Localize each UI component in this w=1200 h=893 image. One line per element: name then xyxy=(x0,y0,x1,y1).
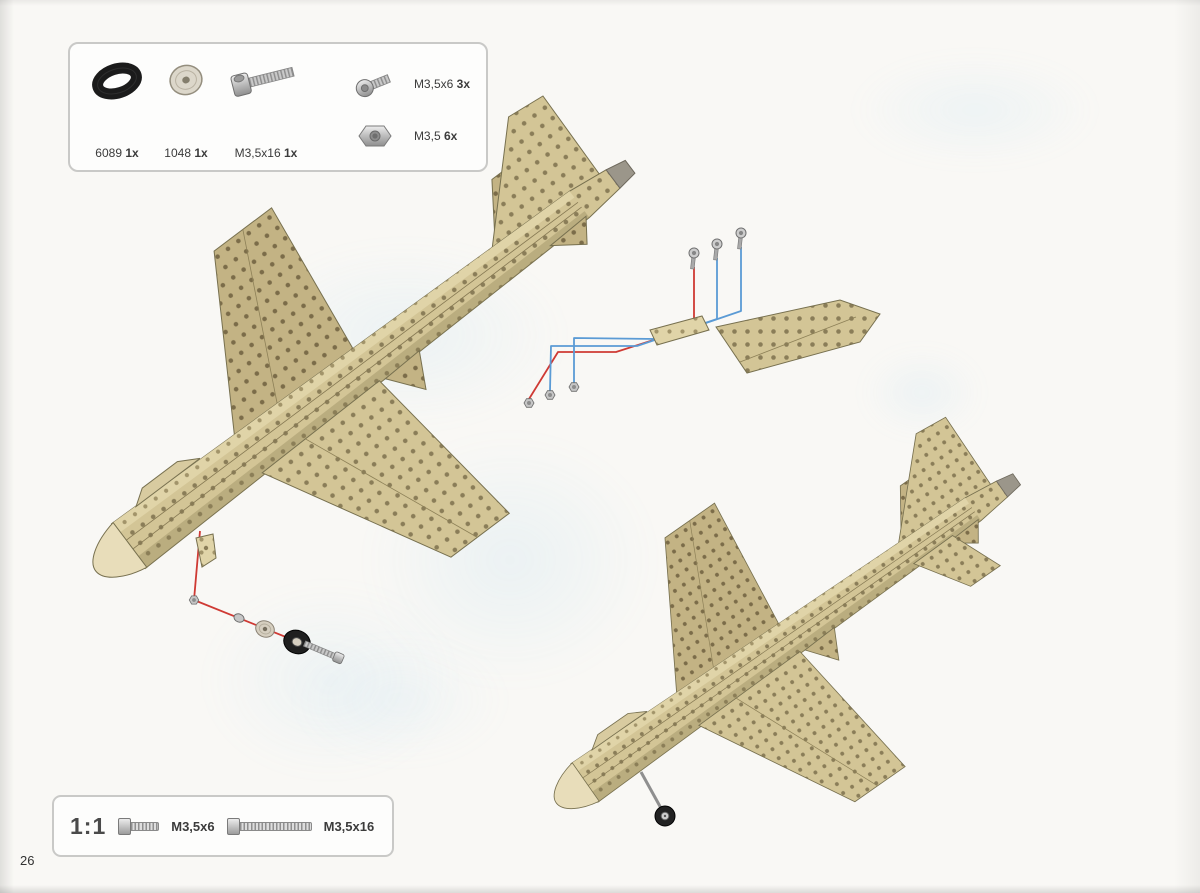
part-label: M3,5x16 1x xyxy=(234,146,298,160)
gear-washer xyxy=(233,613,245,623)
gear-disc-1048 xyxy=(255,620,275,638)
screw-icon xyxy=(733,227,747,250)
part-label: 1048 1x xyxy=(164,146,208,160)
screw-icon xyxy=(686,247,700,270)
nut-icon xyxy=(523,398,535,408)
parts-right-column: M3,5x6 3x M3,5 6x xyxy=(344,56,470,160)
assembly-line-blue-2 xyxy=(573,247,742,383)
assembly-line-blue-1 xyxy=(549,258,718,392)
near-tailplane xyxy=(912,534,1002,587)
short-screw-icon xyxy=(344,66,406,102)
screw-shaft xyxy=(131,821,160,831)
gear-tire-6089 xyxy=(283,629,311,655)
screw-head xyxy=(226,817,240,835)
part-label: 6089 1x xyxy=(95,146,139,160)
screw-head xyxy=(118,817,132,835)
actual-size-box: 1:1 M3,5x6 M3,5x16 xyxy=(52,795,394,857)
link-strip xyxy=(649,315,710,346)
gear-bracket xyxy=(195,533,217,568)
screw-shaft xyxy=(239,821,312,831)
scale-ratio-label: 1:1 xyxy=(70,812,107,839)
assembly-line-red xyxy=(528,267,695,400)
part-label: M3,5 6x xyxy=(413,128,458,143)
part-label: M3,5x6 3x xyxy=(413,76,470,91)
part-item-short-screw: M3,5x6 3x xyxy=(344,66,470,102)
airplane-lower xyxy=(467,352,1116,893)
flanged-disc-icon xyxy=(169,64,203,96)
nut-icon xyxy=(188,595,200,605)
screw-m35x16-actual-size xyxy=(226,817,312,835)
long-screw-icon xyxy=(230,66,295,97)
part-item-disc: 1048 1x xyxy=(162,56,210,160)
screw-m35x6-actual-size xyxy=(118,817,160,835)
nose-wheel-assembled xyxy=(639,771,676,827)
screw-icon xyxy=(709,238,723,261)
nut-icon xyxy=(544,390,556,400)
part-item-long-screw: M3,5x16 1x xyxy=(224,56,308,160)
screw-size-label: M3,5x6 xyxy=(171,818,215,834)
tailplane-attachment xyxy=(523,227,881,408)
rubber-ring-icon xyxy=(92,62,142,100)
assembly-line-red-gear xyxy=(193,530,339,659)
page-number: 26 xyxy=(20,853,35,868)
screw-size-label: M3,5x16 xyxy=(323,818,375,834)
detached-tailplane xyxy=(715,299,881,374)
part-item-nut: M3,5 6x xyxy=(344,121,470,151)
wheel-assembly-exploded xyxy=(188,530,345,665)
gear-long-screw xyxy=(302,640,345,665)
nut-icon xyxy=(344,121,406,151)
parts-callout-box: 6089 1x 1048 1x M3,5x16 1x xyxy=(68,42,488,172)
nut-icon xyxy=(568,382,580,392)
part-item-ring: 6089 1x xyxy=(86,56,148,160)
